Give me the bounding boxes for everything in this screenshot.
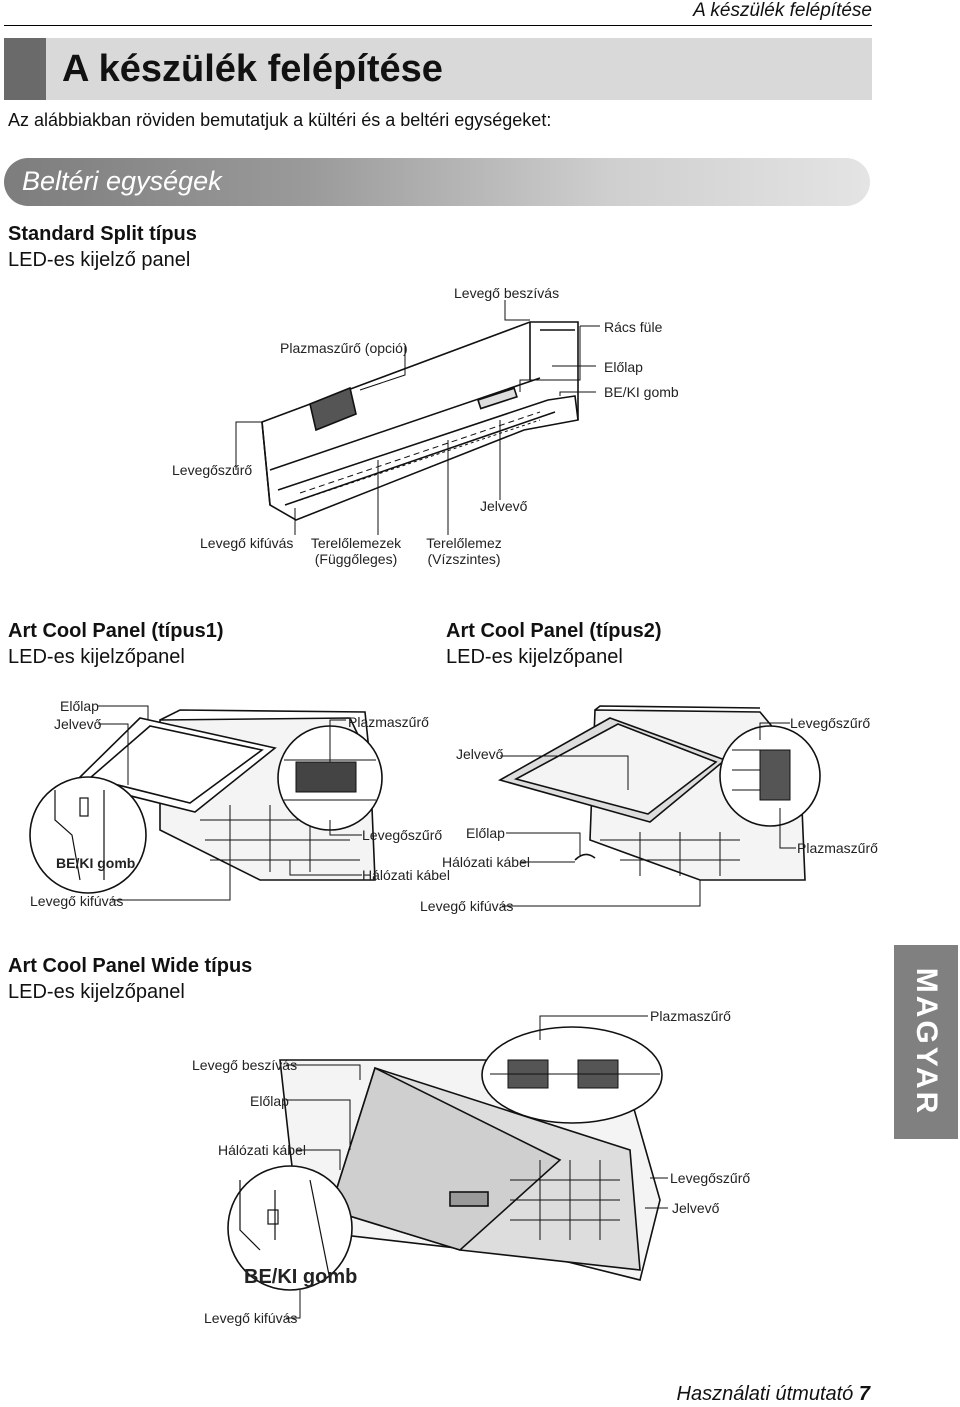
ac1-label-air-outlet: Levegő kifúvás — [30, 893, 124, 909]
title-bar-accent — [4, 38, 46, 100]
standard-subtitle: LED-es kijelző panel — [8, 249, 191, 271]
label-vertical-vanes-line1: Terelőlemezek — [310, 535, 402, 551]
ac1-label-onoff: BE/KI gomb — [56, 855, 136, 871]
artcool1-unit-drawing — [29, 709, 383, 894]
label-receiver: Jelvevő — [480, 498, 528, 514]
wide-title: Art Cool Panel Wide típus — [8, 955, 253, 977]
wide-label-front-panel: Előlap — [250, 1093, 289, 1109]
page-number: 7 — [858, 1383, 870, 1405]
ac2-label-air-filter: Levegőszűrő — [790, 715, 871, 731]
ac1-label-front-panel: Előlap — [60, 698, 99, 714]
standard-split-unit-drawing — [261, 321, 579, 521]
ac1-label-plasma: Plazmaszűrő — [348, 714, 429, 730]
wide-label-power-cable: Hálózati kábel — [218, 1142, 306, 1158]
language-tab: MAGYAR — [894, 945, 958, 1139]
section-banner — [4, 158, 870, 206]
wide-unit-drawing — [227, 1026, 663, 1291]
label-air-outlet: Levegő kifúvás — [200, 535, 294, 551]
artcool2-unit-drawing — [497, 705, 821, 881]
label-air-filter: Levegőszűrő — [172, 462, 253, 478]
artcool1-subtitle: LED-es kijelzőpanel — [8, 646, 185, 668]
label-plasma-filter: Plazmaszűrő (opció) — [280, 340, 408, 356]
wide-label-air-intake: Levegő beszívás — [192, 1057, 298, 1073]
running-title: A készülék felépítése — [693, 0, 872, 21]
label-vertical-vanes: Terelőlemezek (Függőleges) — [308, 535, 404, 567]
ac2-label-front-panel: Előlap — [466, 825, 505, 841]
artcool1-title: Art Cool Panel (típus1) — [8, 620, 224, 642]
title-bar — [4, 38, 872, 100]
footer-text: Használati útmutató — [676, 1383, 854, 1405]
label-horizontal-vane-line2: (Vízszintes) — [427, 551, 501, 567]
footer: Használati útmutató 7 — [677, 1383, 870, 1406]
label-onoff-button: BE/KI gomb — [604, 384, 679, 400]
ac2-label-receiver: Jelvevő — [456, 746, 504, 762]
intro-text: Az alábbiakban röviden bemutatjuk a kült… — [8, 110, 552, 130]
standard-title: Standard Split típus — [8, 223, 197, 245]
ac1-label-power-cable: Hálózati kábel — [362, 867, 450, 883]
label-front-panel: Előlap — [604, 359, 643, 375]
ac2-label-air-outlet: Levegő kifúvás — [420, 898, 514, 914]
ac2-label-power-cable: Hálózati kábel — [442, 854, 530, 870]
wide-label-plasma: Plazmaszűrő — [650, 1008, 731, 1024]
page-title: A készülék felépítése — [62, 48, 443, 90]
label-horizontal-vane-line1: Terelőlemez — [426, 535, 502, 551]
ac1-label-receiver: Jelvevő — [54, 716, 102, 732]
wide-label-air-filter: Levegőszűrő — [670, 1170, 751, 1186]
ac1-label-air-filter: Levegőszűrő — [362, 827, 443, 843]
artcool2-subtitle: LED-es kijelzőpanel — [446, 646, 623, 668]
wide-label-air-outlet: Levegő kifúvás — [204, 1310, 298, 1326]
wide-label-onoff: BE/KI gomb — [244, 1266, 358, 1288]
header-rule — [4, 25, 872, 26]
language-tab-label: MAGYAR — [910, 967, 943, 1117]
wide-label-receiver: Jelvevő — [672, 1200, 720, 1216]
label-air-intake: Levegő beszívás — [454, 285, 560, 301]
label-horizontal-vane: Terelőlemez (Vízszintes) — [416, 535, 512, 567]
section-banner-label: Beltéri egységek — [22, 166, 222, 196]
label-grille-tab: Rács füle — [604, 319, 663, 335]
artcool2-title: Art Cool Panel (típus2) — [446, 620, 662, 642]
label-vertical-vanes-line2: (Függőleges) — [314, 551, 398, 567]
wide-subtitle: LED-es kijelzőpanel — [8, 981, 185, 1003]
ac2-label-plasma: Plazmaszűrő — [797, 840, 878, 856]
